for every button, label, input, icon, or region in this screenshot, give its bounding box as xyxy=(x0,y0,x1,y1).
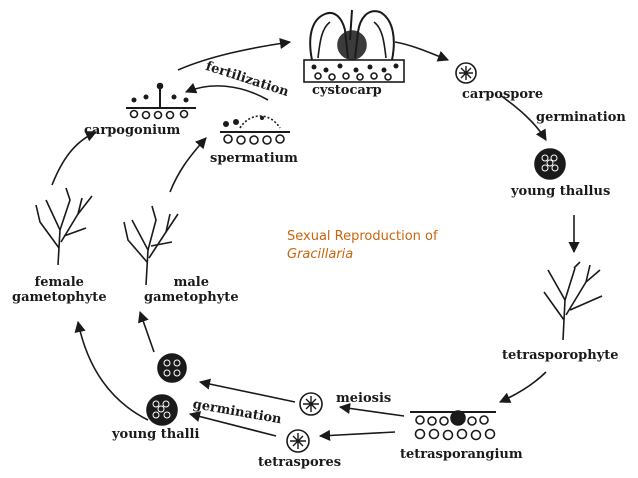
male-gametophyte-drawing xyxy=(123,205,179,286)
label-young-thallus: young thallus xyxy=(511,184,611,199)
cystocarp-drawing xyxy=(303,9,405,83)
meiosis-spore-drawing xyxy=(299,392,323,416)
title-line2: Gracillaria xyxy=(287,246,354,262)
label-male-line2: gametophyte xyxy=(144,289,239,305)
female-gametophyte-drawing xyxy=(35,187,93,266)
label-spermatium: spermatium xyxy=(210,151,298,166)
label-male-line1: male xyxy=(173,275,209,290)
label-meiosis: meiosis xyxy=(336,391,392,406)
tetrasporangium-drawing xyxy=(410,410,496,441)
cycle-arrows xyxy=(51,37,580,442)
title-line1: Sexual Reproduction of xyxy=(287,229,438,244)
label-female-line1: female xyxy=(34,275,84,290)
tetrasporophyte-drawing xyxy=(543,261,603,341)
label-female-gametophyte: female gametophyte xyxy=(12,275,107,306)
label-carpogonium: carpogonium xyxy=(84,123,181,138)
young-thalli-drawing xyxy=(146,353,187,426)
carpospore-drawing xyxy=(455,62,477,84)
label-tetrasporophyte: tetrasporophyte xyxy=(502,348,619,363)
diagram-title: Sexual Reproduction of Gracillaria xyxy=(287,228,438,263)
label-tetraspores: tetraspores xyxy=(258,455,342,470)
young-thallus-drawing xyxy=(534,148,566,180)
tetraspore-drawing xyxy=(286,429,310,453)
label-cystocarp: cystocarp xyxy=(312,83,382,98)
label-young-thalli: young thalli xyxy=(112,427,200,442)
label-tetrasporangium: tetrasporangium xyxy=(400,447,523,462)
label-carpospore: carpospore xyxy=(462,87,544,102)
carpogonium-drawing xyxy=(126,82,196,120)
spermatium-drawing xyxy=(220,115,290,145)
label-germination-top: germination xyxy=(536,110,626,125)
label-female-line2: gametophyte xyxy=(12,289,107,305)
label-male-gametophyte: male gametophyte xyxy=(144,275,239,306)
